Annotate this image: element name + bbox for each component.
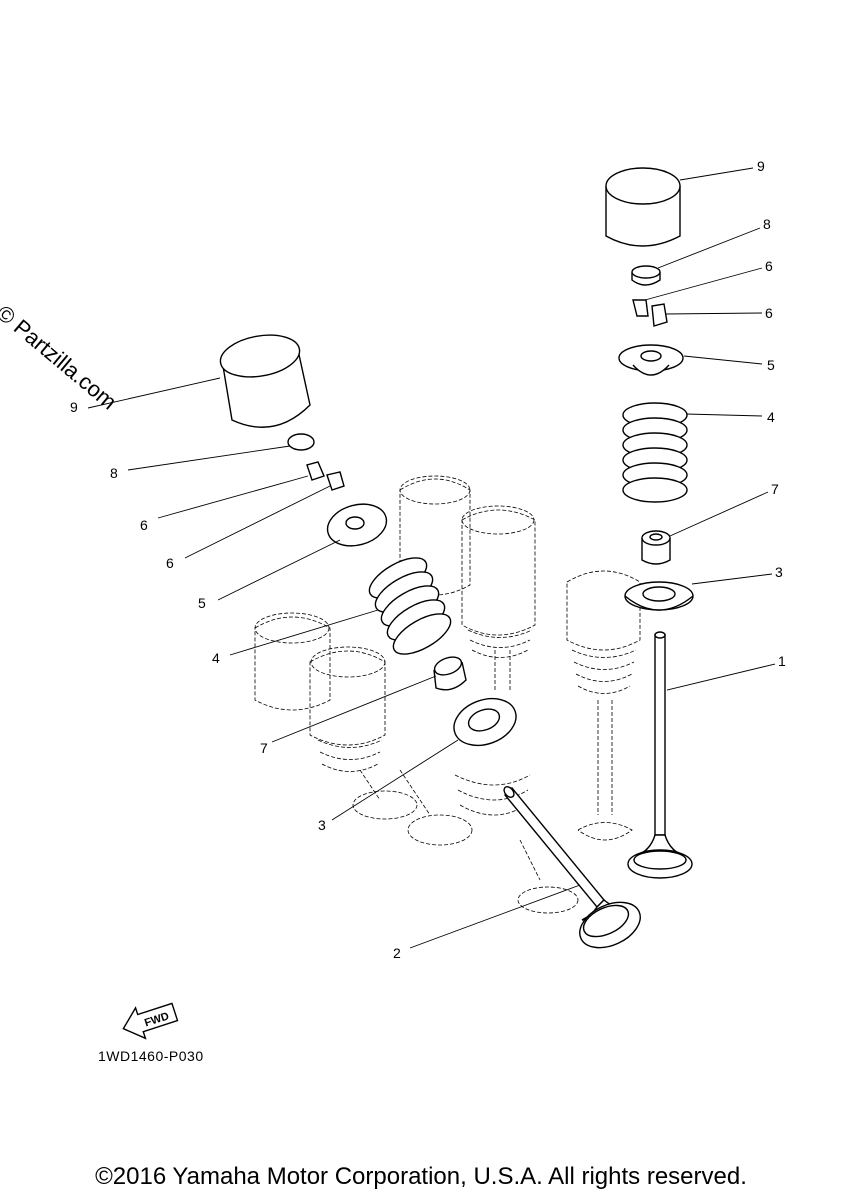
- right-stem-seal: [641, 530, 671, 565]
- callout-left-4: 4: [212, 650, 220, 666]
- callout-left-2: 2: [393, 945, 401, 961]
- callout-left-3: 3: [318, 817, 326, 833]
- callout-right-4: 4: [767, 409, 775, 425]
- left-valve-cotters: [306, 461, 345, 491]
- left-stem-seal: [433, 656, 467, 691]
- callout-right-7: 7: [771, 481, 779, 497]
- left-valve-spring: [368, 557, 452, 655]
- callout-left-5: 5: [198, 595, 206, 611]
- callout-right-9: 9: [757, 158, 765, 174]
- callout-right-1: 1: [778, 653, 786, 669]
- callout-right-5: 5: [767, 357, 775, 373]
- right-spring-seat: [624, 581, 694, 611]
- left-shim: [287, 433, 315, 451]
- left-spring-retainer: [326, 503, 388, 547]
- right-valve-cotters: [632, 299, 668, 327]
- leader-lines: [87, 167, 776, 949]
- ghost-valve-assemblies: [254, 475, 641, 914]
- callout-left-6a: 6: [140, 517, 148, 533]
- callout-left-9: 9: [70, 399, 78, 415]
- right-shim: [631, 265, 661, 286]
- callout-right-8: 8: [763, 216, 771, 232]
- right-spring-retainer: [618, 344, 684, 376]
- left-spring-seat: [453, 697, 517, 747]
- right-exhaust-valve: [627, 631, 693, 879]
- callout-left-6b: 6: [166, 555, 174, 571]
- callout-left-7: 7: [260, 740, 268, 756]
- callout-right-6b: 6: [765, 305, 773, 321]
- callout-right-3: 3: [775, 564, 783, 580]
- copyright-notice: ©2016 Yamaha Motor Corporation, U.S.A. A…: [95, 1163, 747, 1190]
- right-valve-spring: [622, 402, 688, 503]
- left-tappet-bucket: [219, 334, 311, 428]
- callout-right-6a: 6: [765, 258, 773, 274]
- left-intake-valve: [503, 786, 641, 949]
- callout-numbers: 9 8 6 6 5 4 7 3 1 9 8 6 6 5 4 7 3 2: [70, 158, 786, 961]
- callout-left-8: 8: [110, 465, 118, 481]
- right-tappet-bucket: [605, 167, 681, 247]
- diagram-code: 1WD1460-P030: [98, 1048, 204, 1064]
- fwd-arrow-icon: FWD: [122, 1002, 179, 1040]
